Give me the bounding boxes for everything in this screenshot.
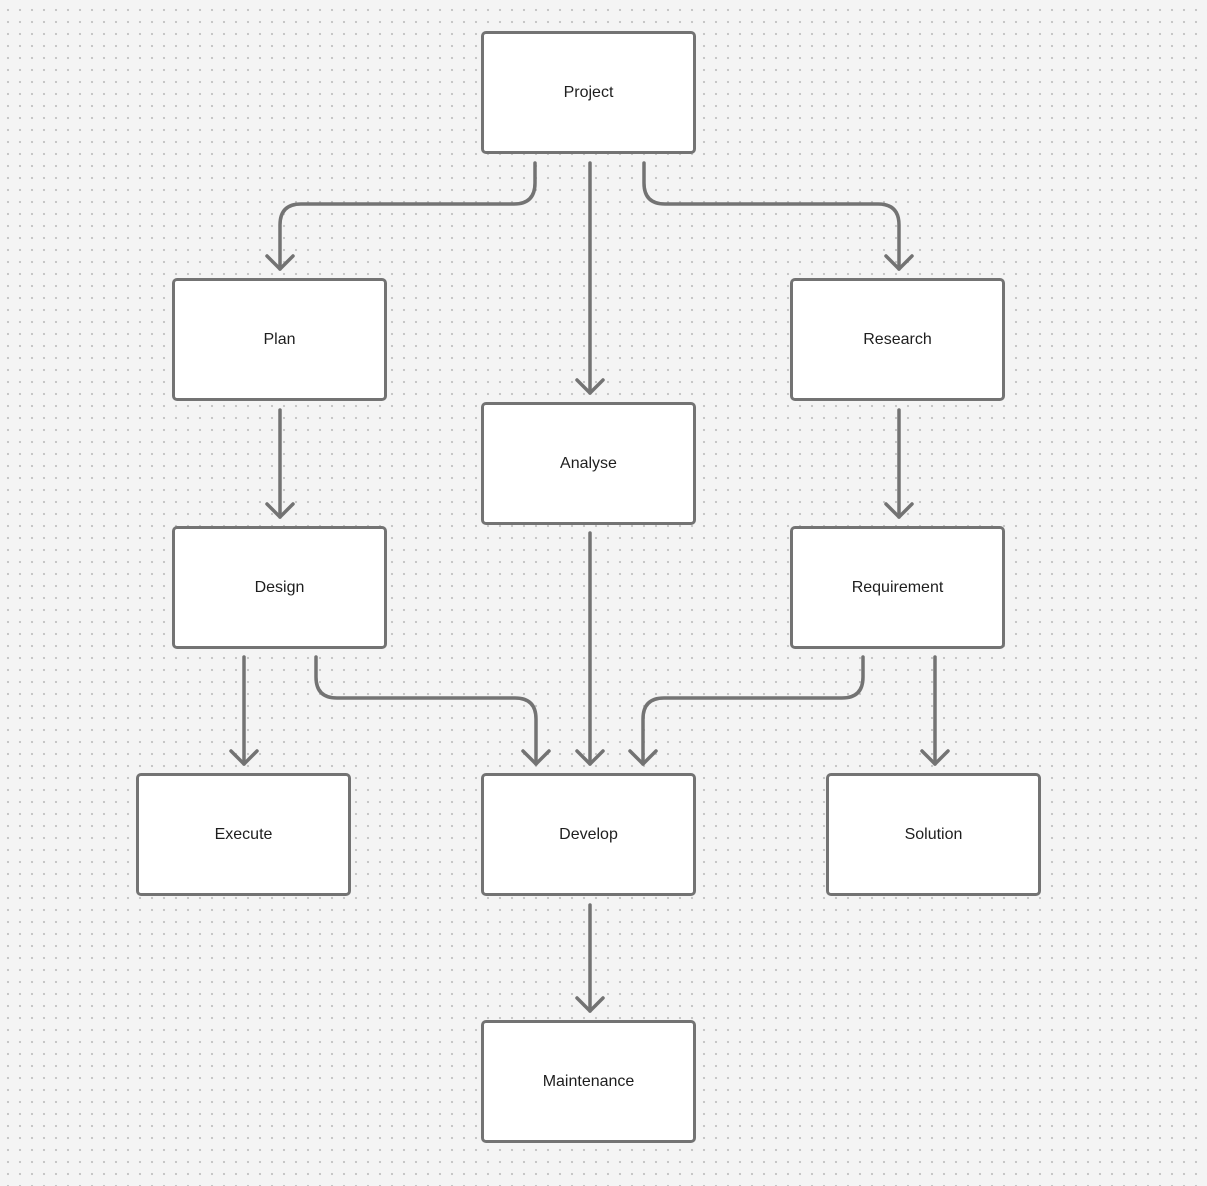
- connector-requirement-solution: [920, 655, 950, 766]
- node-design[interactable]: Design: [172, 526, 387, 649]
- arrow-head-icon: [575, 996, 605, 1013]
- arrow-head-icon: [229, 749, 259, 766]
- node-maintenance[interactable]: Maintenance: [481, 1020, 696, 1143]
- arrow-head-icon: [575, 749, 605, 766]
- connector-design-develop: [314, 655, 551, 766]
- arrow-head-icon: [884, 502, 914, 519]
- connector-project-research: [642, 161, 914, 271]
- node-label-execute: Execute: [214, 825, 273, 843]
- node-label-requirement: Requirement: [851, 578, 944, 596]
- connector-plan-design: [265, 408, 295, 519]
- node-analyse[interactable]: Analyse: [481, 402, 696, 525]
- connector-line: [641, 655, 865, 766]
- arrow-head-icon: [628, 749, 658, 766]
- connector-analyse-develop: [575, 531, 605, 766]
- arrow-head-icon: [920, 749, 950, 766]
- connector-line: [642, 161, 901, 271]
- connector-design-execute: [229, 655, 259, 766]
- connector-requirement-develop: [628, 655, 865, 766]
- node-label-project: Project: [563, 83, 614, 101]
- arrow-head-icon: [575, 378, 605, 395]
- node-label-maintenance: Maintenance: [542, 1072, 635, 1090]
- node-label-design: Design: [254, 578, 305, 596]
- arrow-head-icon: [265, 502, 295, 519]
- node-execute[interactable]: Execute: [136, 773, 351, 896]
- node-research[interactable]: Research: [790, 278, 1005, 401]
- arrow-head-icon: [265, 254, 295, 271]
- connector-line: [278, 161, 537, 271]
- arrow-head-icon: [884, 254, 914, 271]
- connector-project-analyse: [575, 161, 605, 395]
- connector-research-requirement: [884, 408, 914, 519]
- connector-develop-maintenance: [575, 903, 605, 1013]
- node-label-analyse: Analyse: [560, 454, 617, 472]
- connector-project-plan: [265, 161, 537, 271]
- node-label-plan: Plan: [263, 330, 296, 348]
- node-develop[interactable]: Develop: [481, 773, 696, 896]
- node-label-develop: Develop: [559, 825, 618, 843]
- node-plan[interactable]: Plan: [172, 278, 387, 401]
- node-requirement[interactable]: Requirement: [790, 526, 1005, 649]
- node-solution[interactable]: Solution: [826, 773, 1041, 896]
- connector-line: [314, 655, 538, 766]
- node-project[interactable]: Project: [481, 31, 696, 154]
- node-label-research: Research: [863, 330, 932, 348]
- node-label-solution: Solution: [904, 825, 963, 843]
- arrow-head-icon: [521, 749, 551, 766]
